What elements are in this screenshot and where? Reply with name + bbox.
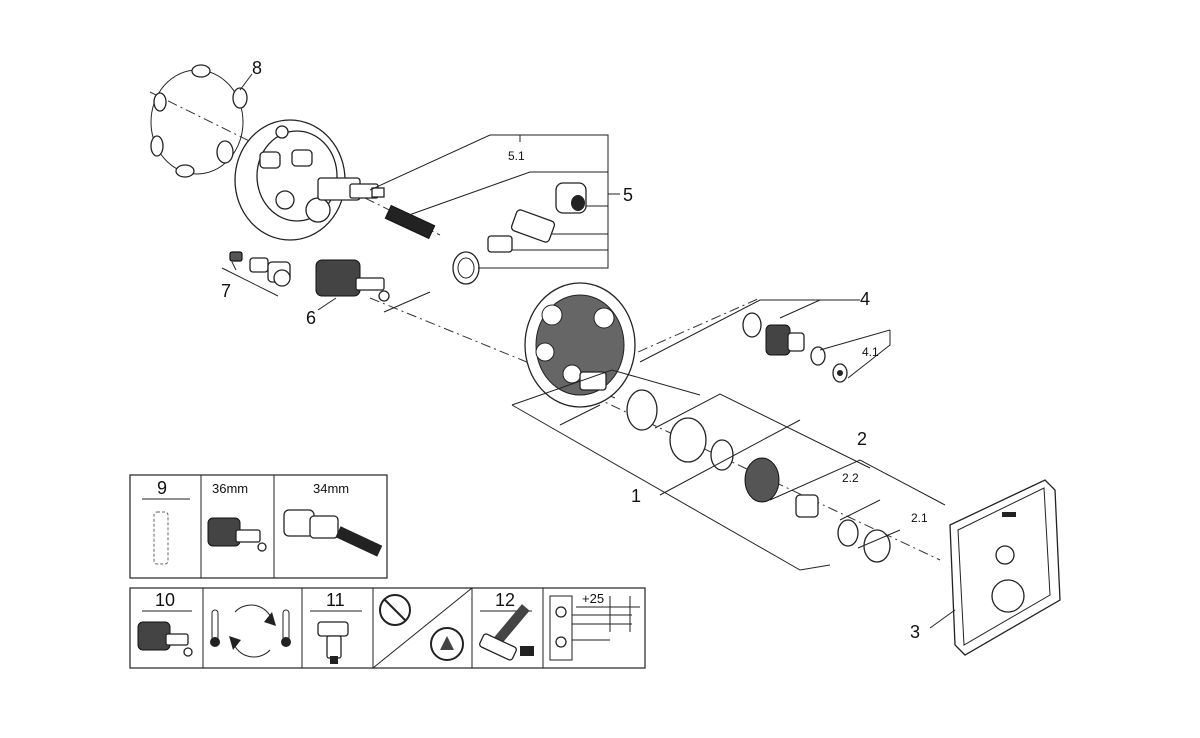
callout-6: 6 xyxy=(306,308,316,328)
cartridge-34mm-icon xyxy=(283,509,383,557)
adapter-icon xyxy=(317,621,349,664)
spindle-part xyxy=(384,204,436,240)
legend-box-bottom: 10 11 12 +25 xyxy=(129,587,646,669)
callout-4: 4 xyxy=(860,289,870,309)
cartridge-icon xyxy=(137,621,193,657)
thermostat-rotate-icon xyxy=(210,604,291,658)
callout-4-1: 4.1 xyxy=(862,345,879,359)
no-shower-icon xyxy=(379,594,411,626)
sleeve-icon xyxy=(153,511,169,565)
legend-dimension-plus25: +25 xyxy=(582,591,604,606)
legend-item-11: 11 xyxy=(326,590,345,610)
legend-item-12: 12 xyxy=(495,590,515,610)
legend-item-10: 10 xyxy=(155,590,175,610)
legend-size-34mm: 34mm xyxy=(313,481,349,496)
callout-8: 8 xyxy=(252,58,262,78)
callout-5: 5 xyxy=(623,185,633,205)
callout-2-2: 2.2 xyxy=(842,471,859,485)
extension-drawing-icon xyxy=(549,595,640,661)
legend-item-9: 9 xyxy=(157,478,167,498)
valve-insert-part xyxy=(742,312,848,383)
cartridge-36mm-icon xyxy=(207,517,267,552)
legend-box-top: 9 36mm 34mm xyxy=(129,474,388,579)
callout-3: 3 xyxy=(910,622,920,642)
valve-body-part xyxy=(234,119,385,241)
extension-set-icon xyxy=(479,604,534,661)
retaining-ring-part xyxy=(150,64,248,178)
backplate-part xyxy=(524,282,636,408)
sleeve-set-part xyxy=(452,182,587,285)
fitting-set-part xyxy=(229,251,291,287)
trim-stack-part xyxy=(626,389,891,563)
callout-7: 7 xyxy=(221,281,231,301)
legend-size-36mm: 36mm xyxy=(212,481,248,496)
callout-2: 2 xyxy=(857,429,867,449)
callout-2-1: 2.1 xyxy=(911,511,928,525)
cover-plate-part xyxy=(949,479,1061,656)
shower-icon xyxy=(430,627,464,661)
callout-labels: 8 5 5.1 7 6 4 4.1 2 2.2 2.1 1 3 xyxy=(221,58,928,642)
callout-5-1: 5.1 xyxy=(508,149,525,163)
leader-lines xyxy=(221,73,956,629)
callout-1: 1 xyxy=(631,486,641,506)
cartridge-part xyxy=(315,259,390,302)
